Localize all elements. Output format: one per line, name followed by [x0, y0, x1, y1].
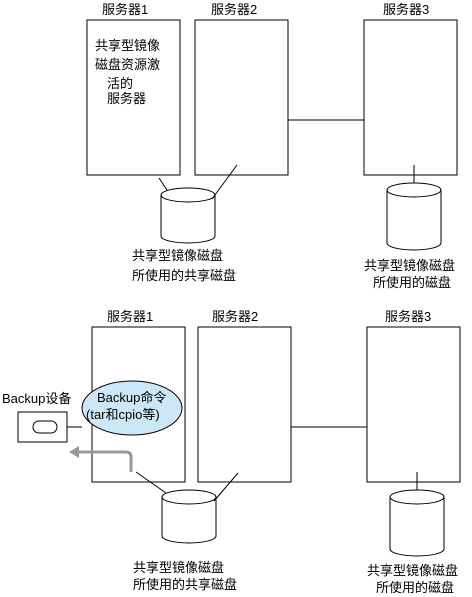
- top-mirror-disk-label-line2: 所使用的磁盘: [373, 275, 451, 290]
- top-mirror-disk-label-line1: 共享型镜像磁盘: [364, 258, 455, 273]
- top-server1-note-line4: 服务器: [107, 91, 146, 106]
- backup-device-label: Backup设备: [2, 391, 71, 406]
- bottom-shared-disk-icon: [161, 489, 217, 544]
- bottom-mirror-disk-icon: [389, 489, 445, 557]
- backup-command-bubble: [81, 380, 183, 436]
- top-shared-disk-label-line2: 所使用的共享磁盘: [132, 268, 236, 283]
- bottom-disk-link-server2: [213, 472, 239, 502]
- backup-command-line2: (tar和cpio等): [86, 407, 160, 422]
- top-server1-note-line3: 活的: [107, 76, 133, 91]
- bottom-server3-box: [366, 326, 461, 483]
- top-server1-title: 服务器1: [102, 2, 148, 17]
- top-server1-note-line2: 磁盘资源激: [95, 57, 160, 72]
- top-shared-disk-label-line1: 共享型镜像磁盘: [132, 248, 223, 263]
- top-server3-box: [363, 19, 458, 176]
- top-diagram: 服务器1 服务器2 服务器3 共享型镜像 磁盘资源激 活的 服务器 共享型镜像磁…: [86, 2, 458, 290]
- top-shared-disk-icon: [160, 187, 216, 244]
- top-disk-link-server2: [211, 164, 238, 200]
- top-server1-box: [86, 19, 181, 176]
- top-mirror-disk-icon: [386, 182, 442, 251]
- bottom-diagram: 服务器1 服务器2 服务器3 Backup设备 Backup命令 (tar和cp…: [2, 309, 461, 595]
- top-server1-note-line1: 共享型镜像: [95, 38, 160, 53]
- top-server3-title: 服务器3: [383, 2, 429, 17]
- bottom-server1-title: 服务器1: [107, 309, 153, 324]
- top-server2-box: [194, 19, 289, 176]
- bottom-shared-disk-label-line2: 所使用的共享磁盘: [133, 577, 237, 592]
- backup-device-box: [17, 411, 68, 443]
- top-server2-title: 服务器2: [211, 2, 257, 17]
- backup-device-slot-icon: [32, 420, 58, 434]
- bottom-server3-title: 服务器3: [385, 309, 431, 324]
- top-disk-link-server1: [158, 177, 168, 191]
- bottom-mirror-disk-label-line2: 所使用的磁盘: [376, 580, 454, 595]
- backup-data-arrow-icon: [69, 446, 133, 472]
- bottom-disk-link-server1: [135, 471, 167, 494]
- bottom-server2-title: 服务器2: [212, 309, 258, 324]
- backup-command-line1: Backup命令: [97, 390, 166, 405]
- bottom-mirror-disk-label-line1: 共享型镜像磁盘: [367, 563, 458, 578]
- bottom-shared-disk-label-line1: 共享型镜像磁盘: [133, 560, 224, 575]
- bottom-server2-box: [197, 326, 292, 483]
